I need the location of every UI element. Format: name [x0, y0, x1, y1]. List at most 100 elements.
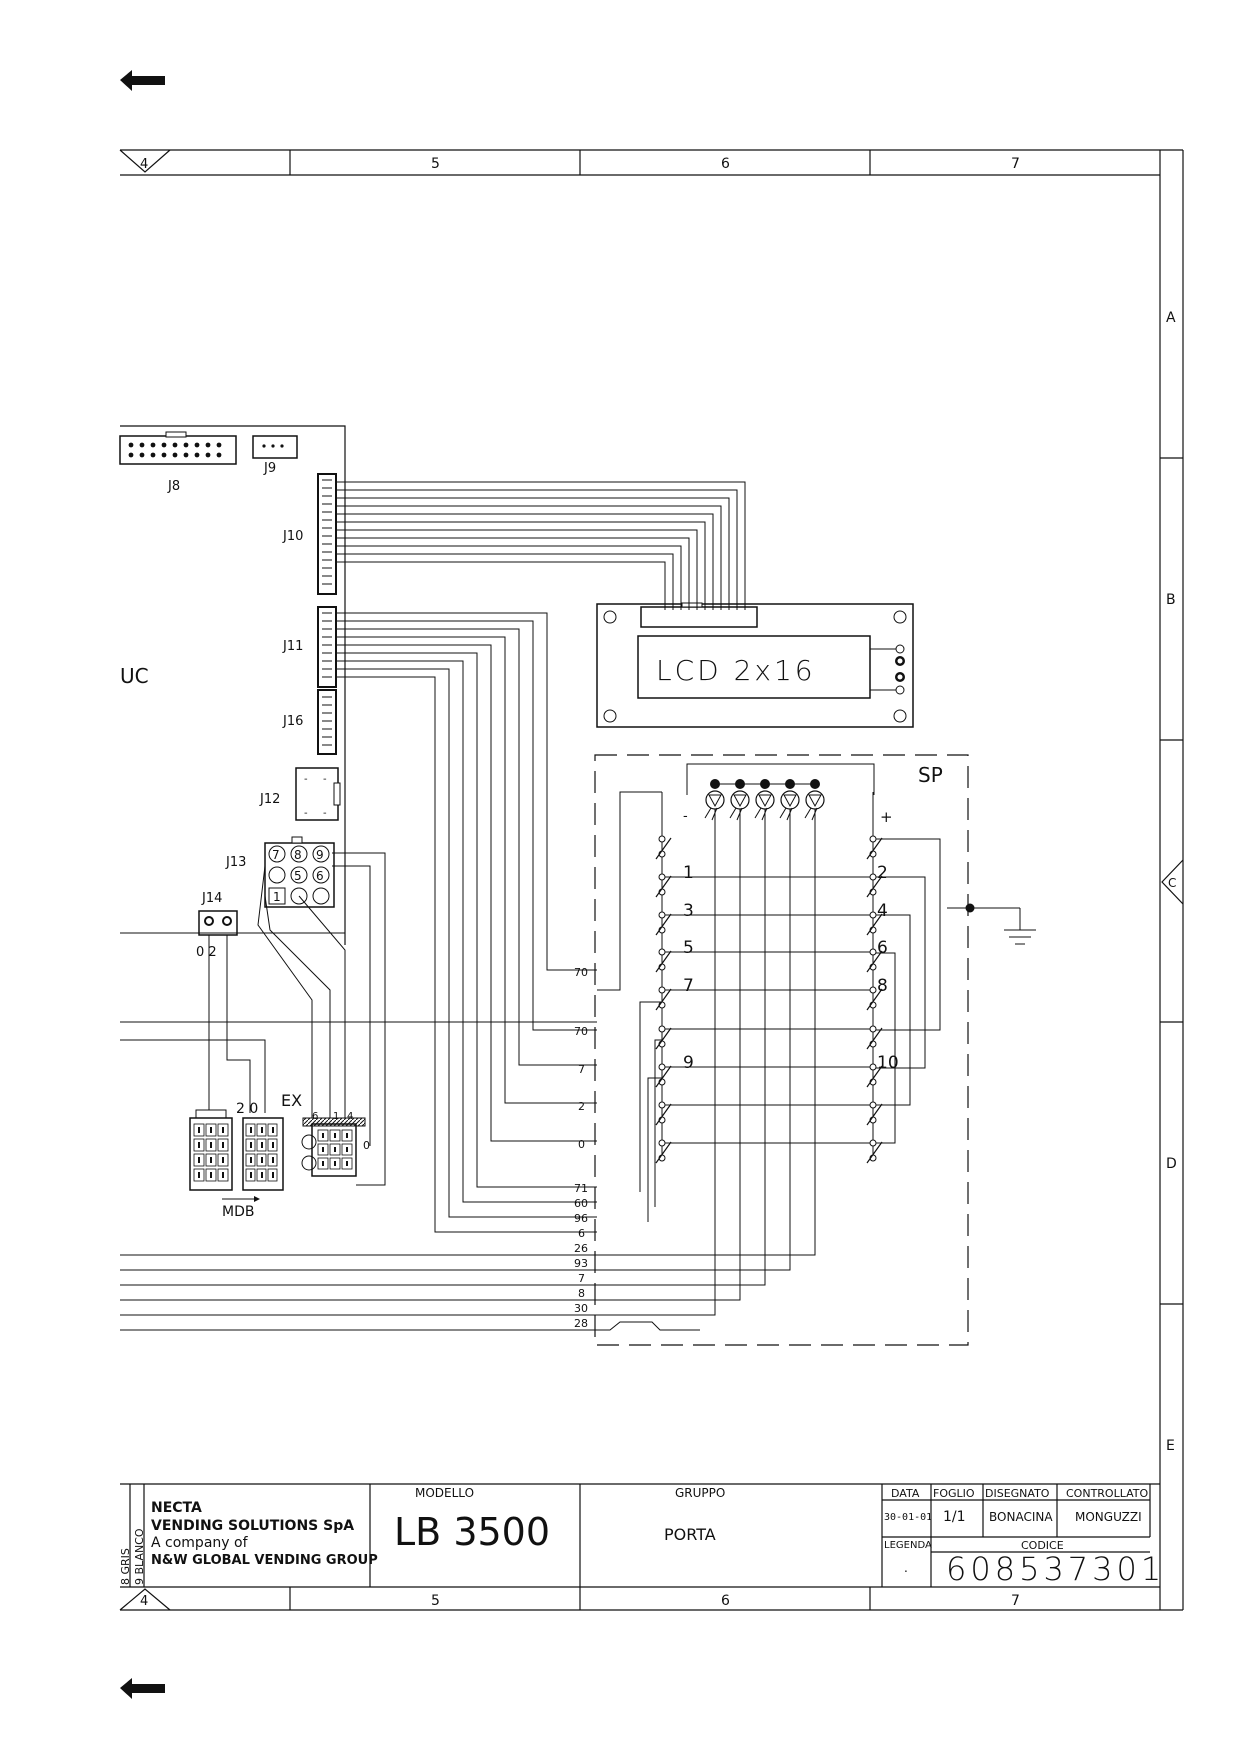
connector-pin: [210, 1127, 212, 1133]
switch-terminal: [869, 948, 877, 956]
back-arrow-icon[interactable]: [120, 70, 165, 91]
connector-pin: [210, 1157, 212, 1163]
switch-terminal: [869, 1101, 877, 1109]
wire-label: 26: [574, 1242, 588, 1255]
mdb-left-pins: [193, 1123, 229, 1182]
connector-ex[interactable]: [301, 1117, 366, 1177]
wire: [120, 1321, 700, 1331]
label-j11: J11: [282, 639, 303, 654]
j8-pins: [128, 442, 222, 458]
col-marker-bottom-7: 7: [1011, 1593, 1020, 1609]
led-row: [686, 763, 875, 821]
data-label: DATA: [891, 1487, 920, 1500]
connector-pin: [172, 452, 178, 458]
switch-icon: [655, 913, 672, 936]
wire: [597, 809, 791, 1271]
switch-terminal: [869, 1025, 877, 1033]
connector-pin: [217, 1123, 229, 1137]
connector-j16[interactable]: [317, 689, 337, 755]
switch-icon: [866, 1027, 883, 1050]
legend-side-gris: 8 GRIS: [119, 1548, 132, 1585]
connector-pin: [198, 1127, 200, 1133]
connector-j9[interactable]: [252, 435, 298, 459]
switch-plus-label: +: [880, 808, 893, 826]
back-arrow-icon[interactable]: [120, 1678, 165, 1699]
connector-pin: [272, 1172, 274, 1178]
connector-pin: [205, 1138, 217, 1152]
gruppo-value: PORTA: [664, 1525, 716, 1544]
connector-pin: [198, 1172, 200, 1178]
wire: [873, 914, 911, 1106]
switch-icon: [655, 950, 672, 973]
connector-j10[interactable]: [317, 473, 337, 595]
row-marker-a: A: [1166, 310, 1176, 326]
switch-terminal: [658, 986, 666, 994]
connector-pin: [250, 1157, 252, 1163]
j11-pins: [322, 612, 332, 678]
mdb-pin-labels: 2 0: [236, 1101, 258, 1117]
switch-terminal: [658, 835, 666, 843]
connector-pin: [250, 1142, 252, 1148]
panel-switches[interactable]: [655, 835, 883, 1164]
connector-mdb-right[interactable]: [242, 1117, 284, 1191]
connector-pin: [267, 1138, 278, 1152]
wire-label: 6: [578, 1227, 585, 1240]
connector-j8[interactable]: [119, 431, 237, 465]
connector-j11[interactable]: [317, 606, 337, 688]
j13-pin-5: 5: [294, 869, 302, 883]
wire: [336, 553, 674, 610]
company-name: NECTA: [151, 1500, 202, 1516]
switch-icon: [866, 950, 883, 973]
button-label-8: 8: [877, 976, 888, 996]
wire-label: 70: [574, 1025, 588, 1038]
connector-pin: [329, 1157, 341, 1170]
connector-j14[interactable]: [198, 910, 238, 936]
wire: [336, 489, 738, 610]
modello-label: MODELLO: [415, 1486, 474, 1500]
company-subtitle: VENDING SOLUTIONS SpA: [151, 1518, 354, 1534]
back-arrow-top[interactable]: [120, 70, 165, 91]
row-marker-d: D: [1166, 1156, 1177, 1172]
gruppo-label: GRUPPO: [675, 1486, 725, 1500]
connector-pin: [183, 442, 189, 448]
sp-panel-boundary: [594, 754, 969, 1346]
connector-pin: [261, 1127, 263, 1133]
wire-label: 71: [574, 1182, 588, 1195]
connector-pin: [261, 1157, 263, 1163]
wire: [336, 561, 666, 610]
connector-pin: [256, 1168, 267, 1182]
board-outline: [120, 425, 346, 945]
wire: [336, 676, 597, 1233]
connector-pin: [267, 1123, 278, 1137]
connector-pin: [322, 1147, 324, 1152]
codice-label: CODICE: [1021, 1539, 1064, 1552]
switch-icon: [866, 837, 883, 860]
wire-label: 96: [574, 1212, 588, 1225]
connector-pin: [272, 1127, 274, 1133]
switch-icon: [866, 1103, 883, 1126]
switch-terminal: [869, 1139, 877, 1147]
connector-j12[interactable]: -- --: [295, 767, 341, 821]
connector-pin: [341, 1129, 353, 1142]
connector-pin: [198, 1142, 200, 1148]
connector-mdb-left[interactable]: [189, 1109, 233, 1191]
wire: [686, 763, 875, 795]
wire-label: 2: [578, 1100, 585, 1113]
wire-label: 7: [578, 1272, 585, 1285]
svg-text:-: -: [323, 808, 327, 819]
ex-pin-6: 6: [312, 1111, 318, 1122]
wire: [332, 865, 371, 1146]
switch-icon: [655, 1027, 672, 1050]
connector-j13[interactable]: 7 8 9 5 6 1: [264, 836, 335, 908]
data-value: 30-01-01: [884, 1512, 932, 1523]
connector-pin: [216, 452, 222, 458]
switch-terminal: [658, 1063, 666, 1071]
wire: [336, 529, 698, 610]
connector-pin: [193, 1153, 205, 1167]
wire: [336, 505, 722, 610]
button-label-7: 7: [683, 976, 694, 996]
wire: [336, 537, 690, 610]
wire-labels: 70 70 7 2 0 71 60 96 6 26 93 7 8 30 28: [574, 966, 588, 1330]
wire: [619, 791, 662, 955]
back-arrow-bottom[interactable]: [120, 1678, 165, 1699]
